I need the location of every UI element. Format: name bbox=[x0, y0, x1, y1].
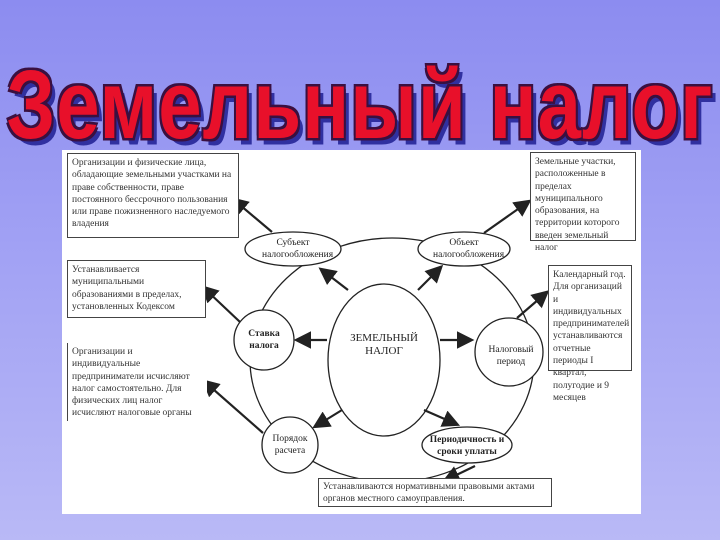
rate-description-box: Устанавливается муниципальными образован… bbox=[67, 260, 206, 318]
calculation-circle bbox=[261, 416, 319, 474]
arrow-object-box bbox=[483, 199, 532, 234]
payment-ellipse bbox=[421, 426, 513, 464]
arrow-center-subject bbox=[318, 267, 349, 291]
slide-title: Земельный налог bbox=[6, 49, 714, 160]
subject-description-box: Организации и физические лица, обладающи… bbox=[67, 153, 239, 238]
arrow-calculation-box bbox=[201, 379, 264, 434]
payment-description-box: Устанавливаются нормативными правовыми а… bbox=[318, 478, 552, 507]
period-circle bbox=[474, 317, 544, 387]
arrow-center-object bbox=[417, 264, 444, 291]
arrow-subject-box bbox=[230, 197, 273, 233]
center-ellipse bbox=[327, 283, 441, 437]
diagram-panel: Организации и физические лица, обладающи… bbox=[62, 150, 641, 514]
arrow-period-box bbox=[516, 290, 550, 319]
diagram-lines bbox=[200, 197, 550, 483]
arrow-payment-box bbox=[442, 465, 476, 483]
object-description-box: Земельные участки, расположенные в преде… bbox=[530, 152, 636, 253]
period-description-box: Календарный год. Для организаций и индив… bbox=[548, 265, 632, 403]
center-label: ЗЕМЕЛЬНЫЙ НАЛОГ bbox=[350, 332, 418, 357]
calculation-description-box: Организации и индивидуальные предпринима… bbox=[67, 343, 207, 421]
period-label: Налоговый период bbox=[488, 345, 534, 367]
rate-label: Ставка налога bbox=[248, 329, 280, 351]
subject-label: Субъект налогообложения bbox=[262, 238, 334, 260]
payment-label: Периодичность и сроки уплаты bbox=[429, 435, 505, 457]
arrow-rate-box bbox=[200, 284, 241, 323]
object-ellipse bbox=[417, 231, 511, 267]
calculation-label: Порядок расчета bbox=[272, 434, 308, 456]
subject-ellipse bbox=[244, 231, 342, 267]
arrow-center-payment bbox=[423, 408, 461, 427]
arrow-center-calculation bbox=[312, 409, 343, 429]
object-label: Объект налогообложения bbox=[433, 238, 505, 260]
